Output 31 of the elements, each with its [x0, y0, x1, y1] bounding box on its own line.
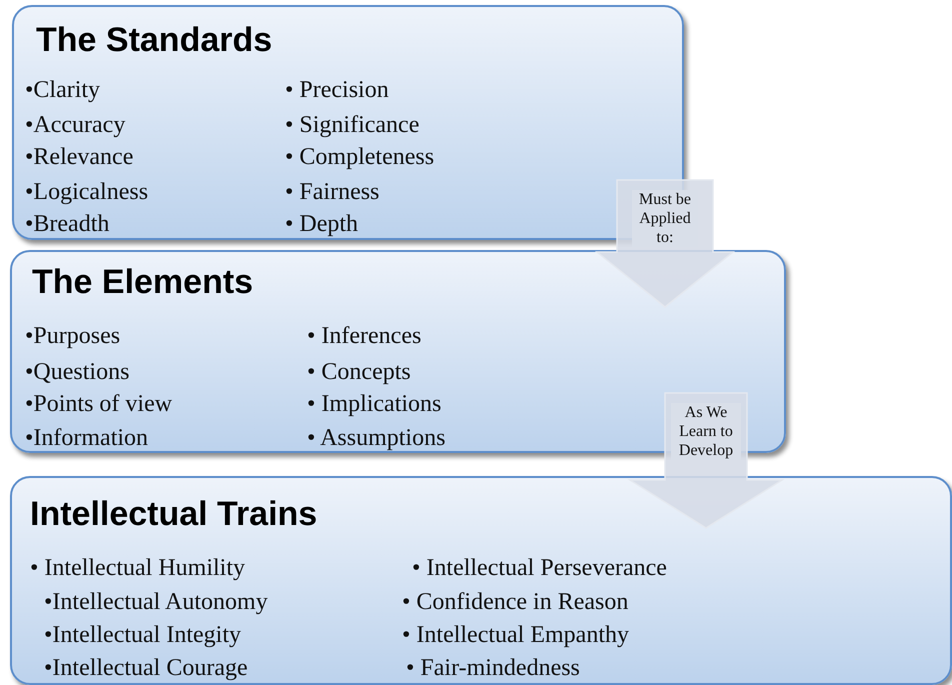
panel-heading: The Elements	[32, 265, 254, 299]
list-item: • Fair-mindedness	[406, 656, 580, 680]
rounded-panel	[10, 476, 952, 685]
list-item: •Intellectual Autonomy	[44, 590, 268, 614]
panel-heading: Intellectual Trains	[30, 497, 318, 531]
list-item: • Completeness	[285, 145, 434, 169]
list-item: • Inferences	[307, 324, 422, 348]
list-item: • Assumptions	[307, 426, 446, 450]
list-item: • Intellectual Perseverance	[412, 556, 667, 580]
list-item: • Precision	[285, 78, 389, 102]
list-item: •Questions	[25, 360, 130, 384]
list-item: •Relevance	[25, 145, 134, 169]
list-item: • Implications	[307, 392, 442, 416]
list-item: • Intellectual Humility	[30, 556, 246, 580]
list-item: •Clarity	[25, 78, 100, 102]
list-item: • Fairness	[285, 180, 380, 204]
list-item: • Depth	[285, 212, 358, 236]
list-item: •Logicalness	[25, 180, 148, 204]
list-item: • Intellectual Empanthy	[402, 623, 629, 647]
list-item: •Information	[25, 426, 148, 450]
list-item: • Significance	[285, 113, 420, 137]
list-item: •Purposes	[25, 324, 120, 348]
list-item: •Intellectual Integity	[44, 623, 241, 647]
edge-label: As We Learn to Develop	[671, 403, 741, 460]
panel-heading: The Standards	[36, 23, 272, 57]
list-item: •Points of view	[25, 392, 172, 416]
list-item: • Confidence in Reason	[402, 590, 628, 614]
list-item: •Intellectual Courage	[44, 656, 248, 680]
list-item: •Accuracy	[25, 113, 126, 137]
list-item: • Concepts	[307, 360, 411, 384]
list-item: •Breadth	[25, 212, 110, 236]
